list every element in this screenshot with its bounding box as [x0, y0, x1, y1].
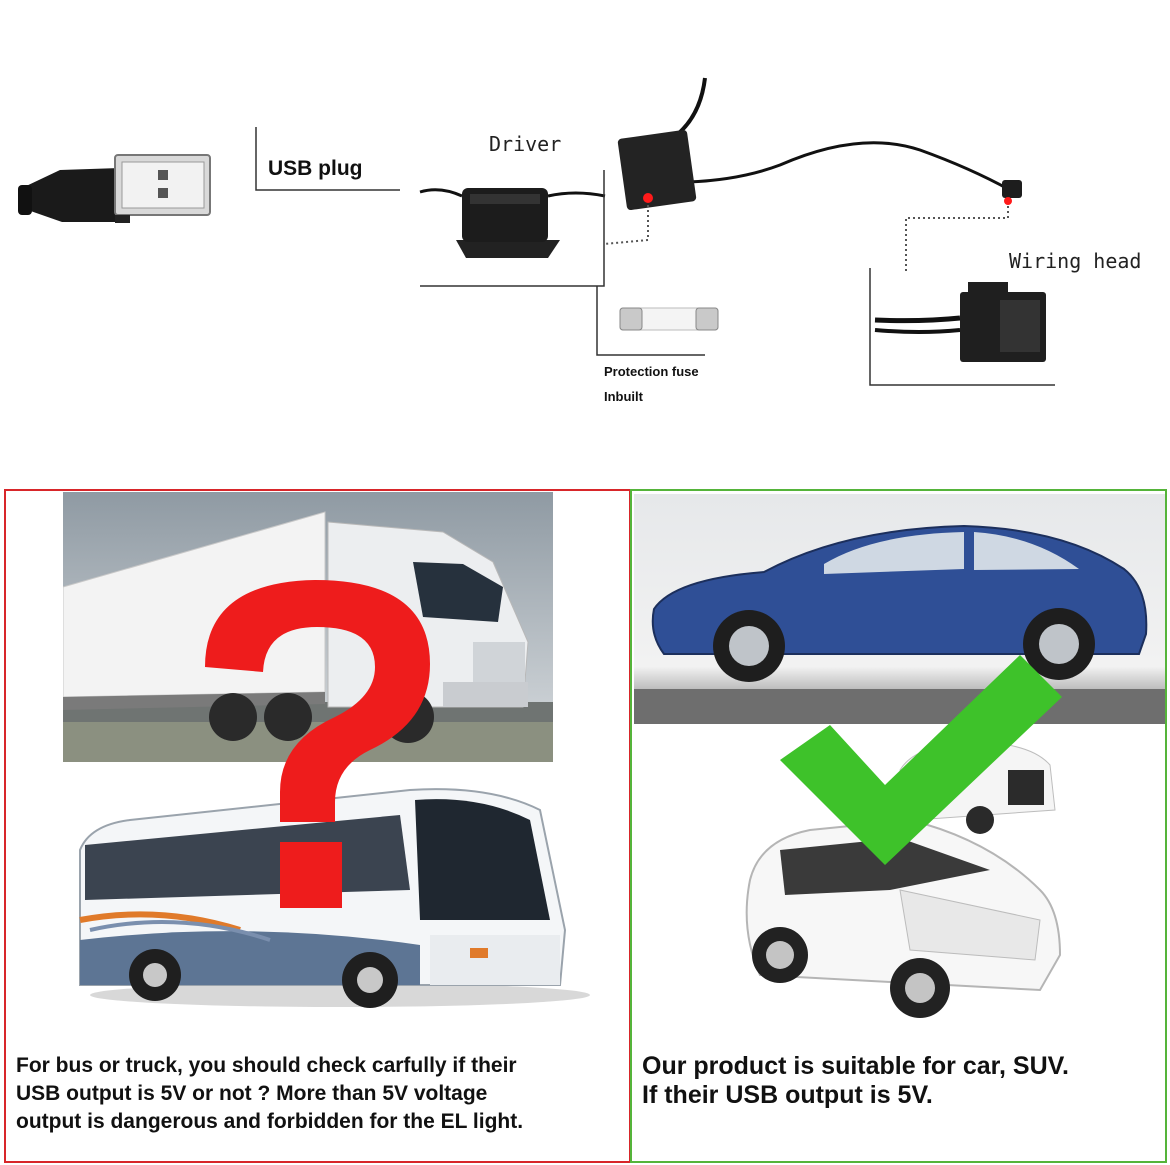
- wiring-diagram: USB plug Driver Wiring head Protection f…: [0, 0, 1170, 440]
- warning-caption-line-2: USB output is 5V or not ? More than 5V v…: [16, 1082, 488, 1105]
- connector-small-icon: [1002, 180, 1022, 205]
- sedan-image: [634, 494, 1165, 724]
- suitable-caption-line-1: Our product is suitable for car, SUV.: [642, 1052, 1069, 1080]
- diagram-drawing: [18, 77, 1055, 386]
- question-mark-icon: [205, 580, 430, 908]
- warning-caption: For bus or truck, you should check carfu…: [16, 1052, 616, 1136]
- truck-image: [63, 492, 553, 762]
- suitable-caption-line-2: If their USB output is 5V.: [642, 1081, 933, 1109]
- fuse-icon: [619, 307, 719, 331]
- suitable-caption: Our product is suitable for car, SUV. If…: [642, 1052, 1162, 1110]
- checkmark-icon: [780, 655, 1062, 865]
- fuse-label: Protection fuse: [604, 364, 699, 379]
- driver-label: Driver: [489, 132, 562, 156]
- fuse-inbuilt-label: Inbuilt: [604, 389, 643, 404]
- controller-box-icon: [617, 129, 697, 211]
- warning-caption-line-3: output is dangerous and forbidden for th…: [16, 1110, 524, 1133]
- wiring-head-icon: [874, 282, 1046, 362]
- usb-plug-label: USB plug: [268, 157, 363, 180]
- driver-box-icon: [419, 188, 606, 258]
- usb-plug-icon: [18, 154, 211, 223]
- suv-image: [740, 720, 1070, 1040]
- wiring-head-label: Wiring head: [1009, 249, 1142, 273]
- warning-caption-line-1: For bus or truck, you should check carfu…: [16, 1054, 517, 1077]
